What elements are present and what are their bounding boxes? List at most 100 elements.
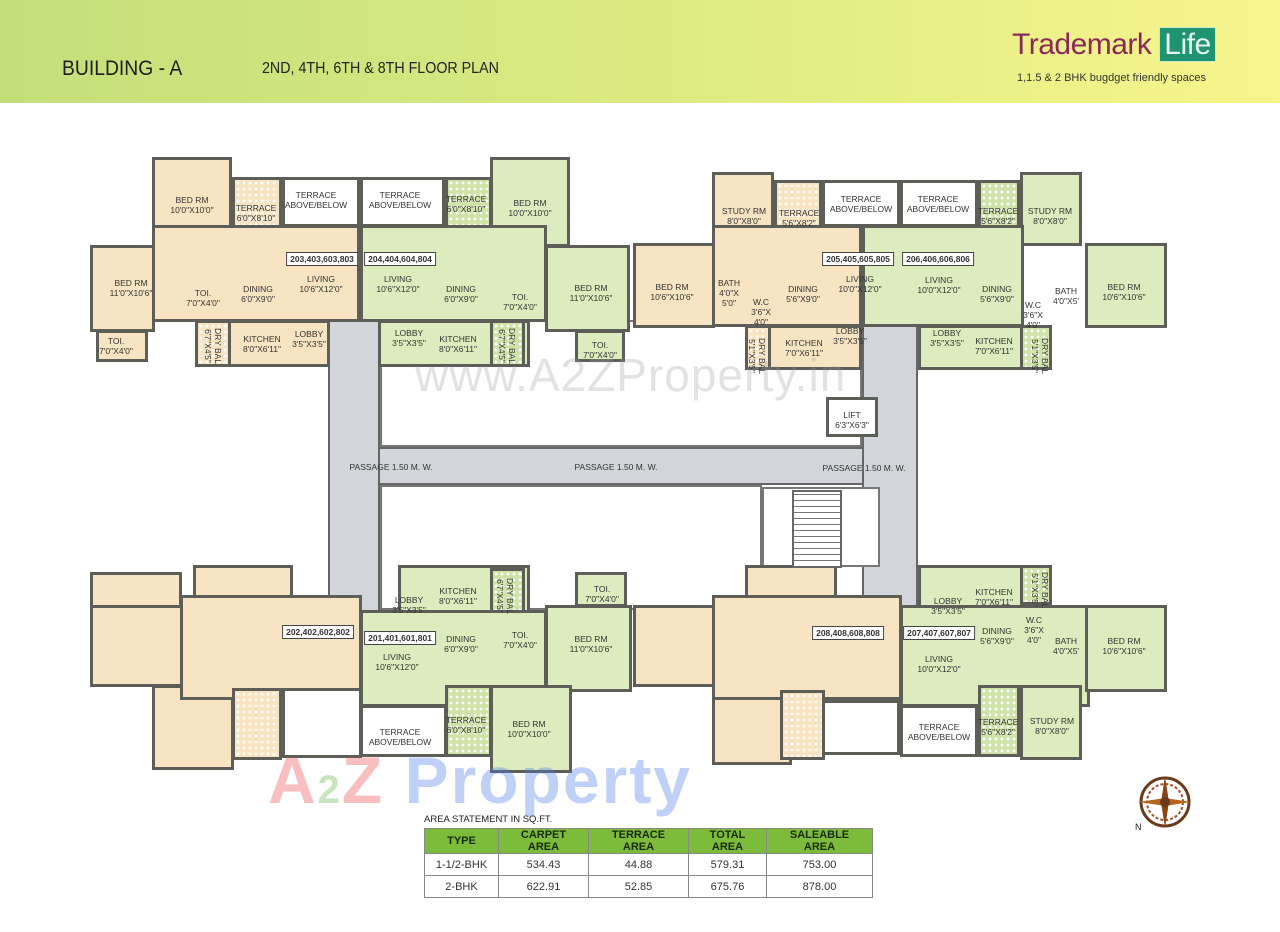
room-label: LIVING 10'0"X12'0" — [838, 274, 882, 294]
terrace-area — [232, 688, 282, 760]
col-saleable: SALEABLE AREA — [766, 828, 873, 854]
watermark-brand: A2Z Property — [268, 742, 692, 818]
room-label: W.C 3'6"X 4'0" — [1023, 300, 1043, 330]
room-label: KITCHEN 8'0"X6'11" — [439, 334, 477, 354]
logo-main: Trademark — [1012, 28, 1152, 61]
tagline: 1,1.5 & 2 BHK bugdget friendly spaces — [1017, 72, 1206, 84]
terrace-area — [1020, 325, 1052, 370]
terrace-area — [745, 325, 771, 370]
terrace-area — [490, 320, 525, 367]
room — [1085, 605, 1167, 692]
room — [1085, 243, 1167, 328]
room-label: DINING 6'0"X9'0" — [444, 284, 478, 304]
room-label: KITCHEN 8'0"X6'11" — [439, 586, 477, 606]
room — [575, 330, 625, 362]
room-label: LIVING 10'6"X12'0" — [376, 274, 420, 294]
room-label: LOBBY 3'5"X3'5" — [392, 595, 426, 615]
passage-label: PASSAGE 1.50 M. W. — [574, 462, 658, 472]
room-label: TERRACE ABOVE/BELOW — [907, 722, 971, 742]
cell: 52.85 — [588, 875, 689, 898]
svg-text:N: N — [1135, 822, 1142, 832]
room-label: BED RM 10'0"X10'0" — [170, 195, 214, 215]
room-label: DRY BAL 5'1"X3'5" — [1030, 571, 1050, 609]
cell: 44.88 — [588, 853, 689, 876]
passage-label: PASSAGE 1.50 M. W. — [349, 462, 433, 472]
room — [1020, 685, 1082, 760]
col-carpet: CARPET AREA — [498, 828, 589, 854]
unit-number-badge: 202,402,602,802 — [282, 625, 354, 639]
room-label: LOBBY 3'5"X3'5" — [833, 326, 867, 346]
room-label: TERRACE ABOVE/BELOW — [284, 190, 348, 210]
room-label: TERRACE 6'0"X8'10" — [235, 203, 277, 223]
room-label: TERRACE ABOVE/BELOW — [906, 194, 970, 214]
room — [575, 572, 627, 607]
staircase — [792, 490, 842, 568]
room — [1020, 172, 1082, 246]
area-table-title: AREA STATEMENT IN SQ.FT. — [424, 814, 553, 825]
room — [862, 225, 1024, 327]
unit-number-badge: 205,405,605,805 — [822, 252, 894, 266]
room — [180, 595, 362, 700]
wm-a: A — [268, 743, 318, 817]
col-terrace: TERRACE AREA — [588, 828, 689, 854]
room — [822, 700, 900, 755]
area-statement-table: TYPE CARPET AREA TERRACE AREA TOTAL AREA… — [424, 828, 873, 898]
room-label: TERRACE ABOVE/BELOW — [829, 194, 893, 214]
room-label: KITCHEN 7'0"X6'11" — [975, 587, 1013, 607]
room-label: LOBBY 3'5"X3'5" — [930, 328, 964, 348]
room-label: STUDY RM 8'0"X8'0" — [1027, 206, 1073, 226]
terrace-area — [490, 568, 525, 615]
room — [918, 325, 1035, 370]
header-banner: BUILDING - A 2ND, 4TH, 6TH & 8TH FLOOR P… — [0, 0, 1280, 103]
col-total: TOTAL AREA — [688, 828, 767, 854]
room-label: W.C 3'6"X 4'0" — [751, 297, 771, 327]
room-label: LIVING 10'0"X12'0" — [917, 654, 961, 674]
room-label: DRY BAL 6'7"X4'5" — [203, 327, 223, 365]
cell: 1-1/2-BHK — [424, 853, 499, 876]
compass-rose-icon: N — [1135, 772, 1195, 837]
room-label: LOBBY 3'5"X3'5" — [392, 328, 426, 348]
room — [822, 180, 900, 227]
room-label: TOI. 7'0"X4'0" — [503, 630, 537, 650]
room-label: BED RM 11'0"X10'6" — [109, 278, 153, 298]
room-label: BED RM 10'0"X10'0" — [508, 198, 552, 218]
room-label: DINING 5'6"X9'0" — [786, 284, 820, 304]
wm-rest: Property — [384, 743, 692, 817]
terrace-area — [780, 690, 825, 760]
floor-plan-title: 2ND, 4TH, 6TH & 8TH FLOOR PLAN — [262, 60, 499, 77]
wm-2: 2 — [317, 768, 342, 812]
cell: 534.43 — [498, 853, 589, 876]
room-label: W.C 3'6"X 4'0" — [1024, 615, 1044, 645]
unit-number-badge: 208,408,608,808 — [812, 626, 884, 640]
room-label: TERRACE 6'0"X8'10" — [445, 715, 487, 735]
cell: 622.91 — [498, 875, 589, 898]
room — [712, 595, 902, 700]
room-label: BATH 4'0"X 5'0" — [717, 278, 741, 308]
room-label: TERRACE ABOVE/BELOW — [368, 727, 432, 747]
room-label: LOBBY 3'5"X3'5" — [931, 596, 965, 616]
room-label: LOBBY 3'5"X3'5" — [292, 329, 326, 349]
building-title: BUILDING - A — [62, 57, 183, 80]
room-label: BATH 4'0"X5' — [1052, 636, 1080, 656]
room-label: LIVING 10'0"X12'0" — [917, 275, 961, 295]
lift-label: LIFT 6'3"X6'3" — [835, 410, 869, 430]
room-label: DRY BAL 6'7"X4'5" — [495, 577, 515, 615]
room-label: TERRACE 6'0"X8'10" — [445, 194, 487, 214]
room — [826, 397, 878, 437]
room-label: TERRACE 5'6"X8'2" — [977, 206, 1019, 226]
cell: 675.76 — [688, 875, 767, 898]
passage — [378, 447, 918, 485]
room — [545, 245, 630, 332]
room — [545, 605, 632, 692]
room-label: TOI. 7'0"X4'0" — [186, 288, 220, 308]
room-label: BED RM 11'0"X10'6" — [569, 634, 613, 654]
room-label: KITCHEN 8'0"X6'11" — [243, 334, 281, 354]
room — [633, 605, 723, 687]
room-label: BED RM 10'6"X10'6" — [1102, 636, 1146, 656]
terrace-area — [978, 685, 1020, 757]
room-label: TOI. 7'0"X4'0" — [585, 584, 619, 604]
room-label: STUDY RM 8'0"X8'0" — [721, 206, 767, 226]
room-label: TERRACE 5'6"X8'2" — [977, 717, 1019, 737]
room-label: DINING 5'6"X9'0" — [980, 284, 1014, 304]
